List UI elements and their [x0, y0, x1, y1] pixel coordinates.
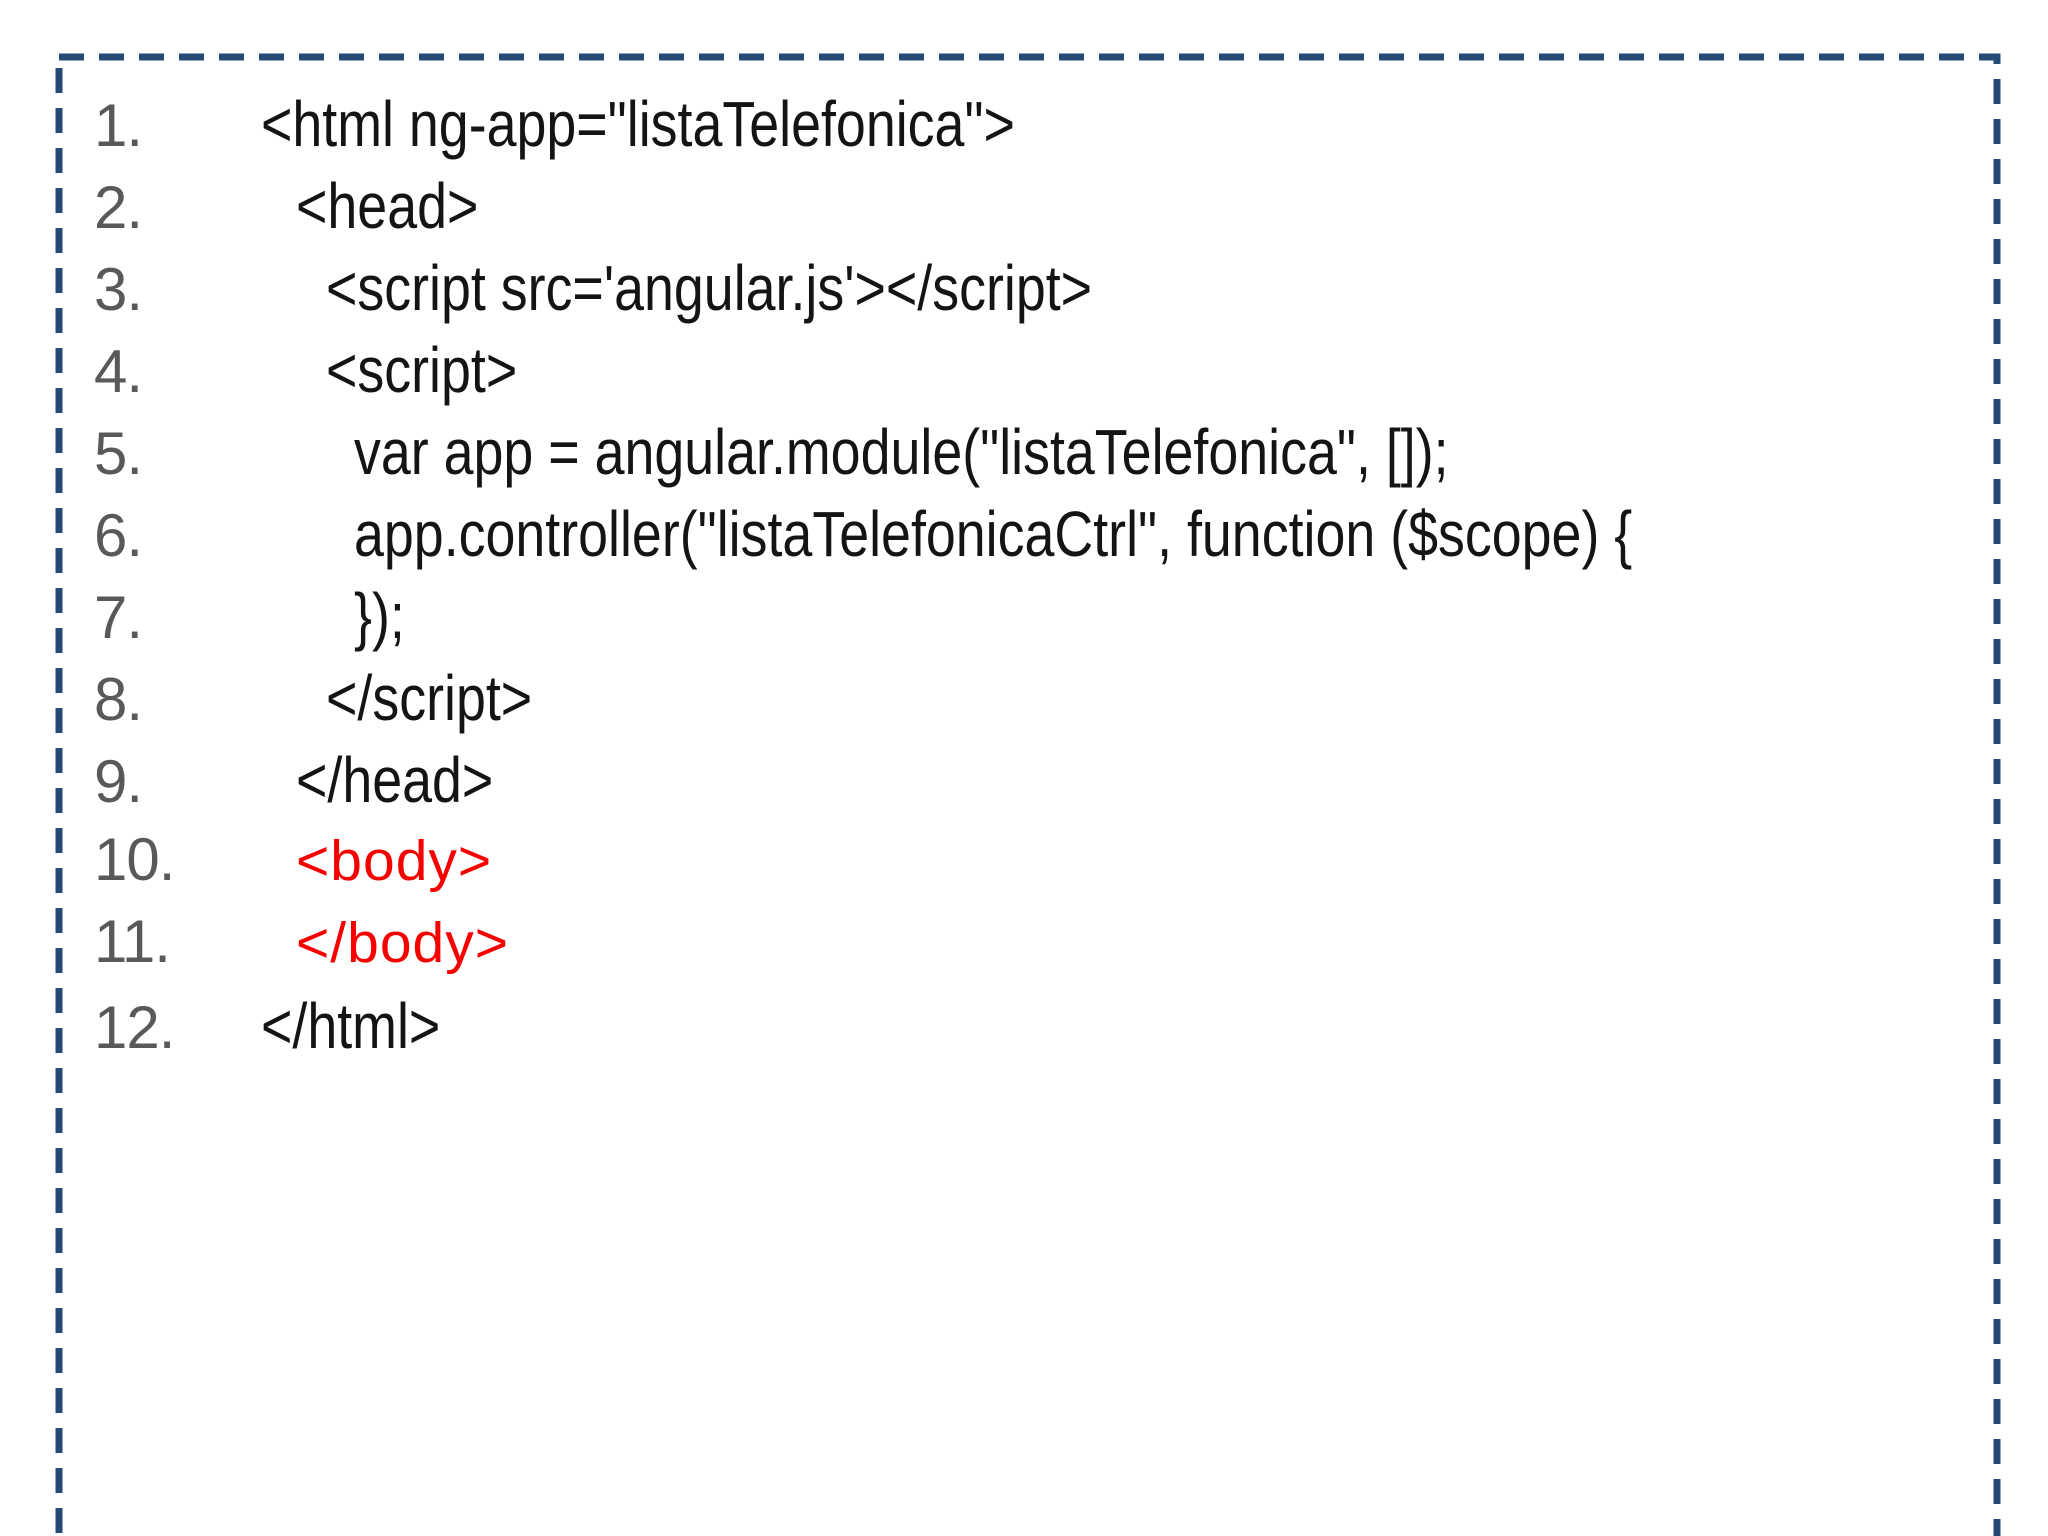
line-number: 4. — [94, 338, 143, 405]
code-line: 3. <script src='angular.js'></script> — [94, 251, 1995, 333]
indent-spacer — [261, 961, 296, 962]
line-number: 1. — [94, 92, 143, 159]
code-line: 11. </body> — [94, 907, 1995, 989]
indent-spacer — [261, 473, 354, 474]
line-number: 10. — [94, 826, 175, 893]
line-number: 12. — [94, 994, 175, 1061]
code-text: <script> — [326, 334, 518, 406]
code-line: 4. <script> — [94, 333, 1995, 415]
code-text: <html ng-app="listaTelefonica"> — [261, 88, 1015, 160]
indent-spacer — [261, 555, 354, 556]
line-number: 3. — [94, 256, 143, 323]
indent-spacer — [261, 719, 326, 720]
code-text: }); — [354, 580, 405, 652]
code-text: <head> — [296, 170, 479, 242]
code-line: 6. app.controller("listaTelefonicaCtrl",… — [94, 497, 1995, 579]
code-text: var app = angular.module("listaTelefonic… — [354, 416, 1449, 488]
code-line: 8. </script> — [94, 661, 1995, 743]
code-text: </body> — [296, 911, 510, 975]
code-text: <body> — [296, 829, 493, 893]
indent-spacer — [261, 879, 296, 880]
line-number: 11. — [94, 908, 171, 975]
line-number: 7. — [94, 584, 143, 651]
code-text: </script> — [326, 662, 533, 734]
indent-spacer — [261, 637, 354, 638]
line-number: 9. — [94, 748, 143, 815]
line-number: 8. — [94, 666, 143, 733]
line-number: 6. — [94, 502, 143, 569]
code-line: 12. </html> — [94, 989, 1995, 1071]
code-text: </head> — [296, 744, 494, 816]
code-line: 7. }); — [94, 579, 1995, 661]
code-line: 9. </head> — [94, 743, 1995, 825]
code-line: 1. <html ng-app="listaTelefonica"> — [94, 87, 1995, 169]
code-text: <script src='angular.js'></script> — [326, 252, 1093, 324]
indent-spacer — [261, 227, 296, 228]
code-listing: 1. <html ng-app="listaTelefonica"> 2. <h… — [59, 57, 1995, 1071]
code-line: 10. <body> — [94, 825, 1995, 907]
code-text: </html> — [261, 990, 441, 1062]
line-number: 2. — [94, 174, 143, 241]
indent-spacer — [261, 309, 326, 310]
indent-spacer — [261, 391, 326, 392]
code-line: 2. <head> — [94, 169, 1995, 251]
code-text: app.controller("listaTelefonicaCtrl", fu… — [354, 498, 1633, 570]
line-number: 5. — [94, 420, 143, 487]
code-line: 5. var app = angular.module("listaTelefo… — [94, 415, 1995, 497]
indent-spacer — [261, 801, 296, 802]
